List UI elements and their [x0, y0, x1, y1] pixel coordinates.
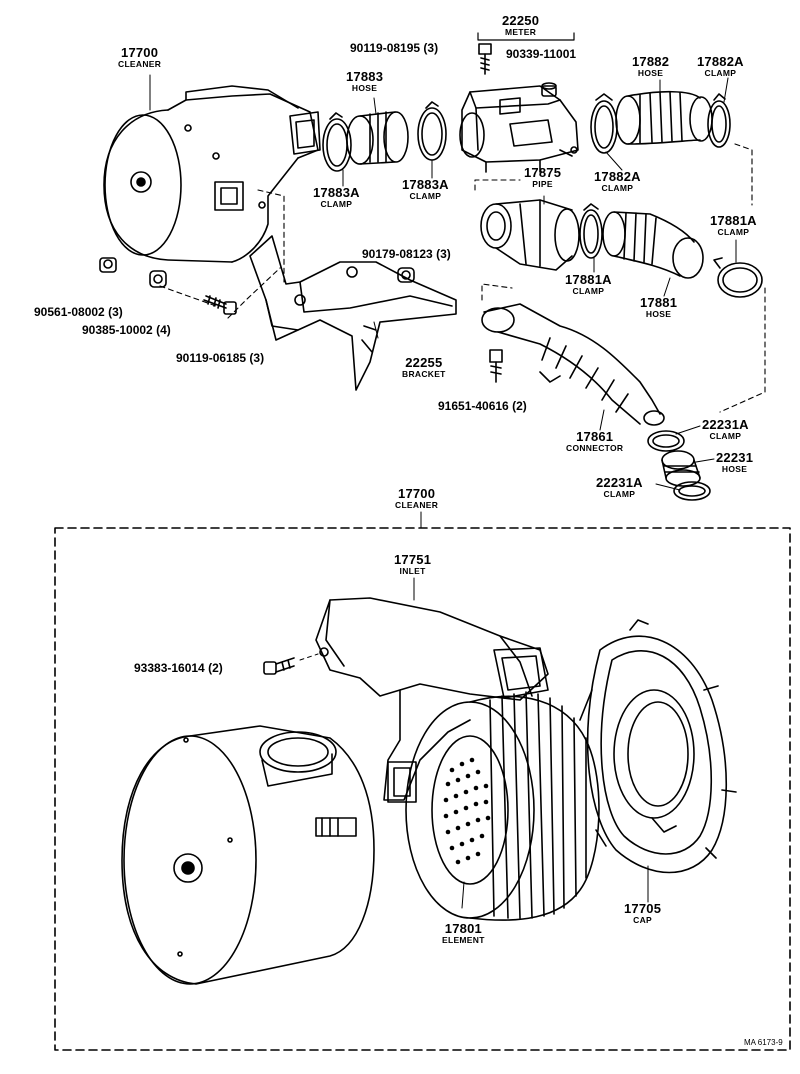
partno-90119-08195: 90119-08195 (3) — [350, 41, 439, 55]
air-flow-meter — [459, 85, 579, 173]
bolt-90119-06185 — [203, 295, 237, 315]
cleaner-housing — [121, 725, 375, 985]
partno-90119-06185: 90119-06185 (3) — [176, 351, 265, 365]
cap-17705 — [579, 619, 737, 874]
figure-code: MA 6173-9 — [744, 1038, 783, 1047]
nut-90179-08123 — [397, 267, 415, 283]
pipe-17875 — [480, 199, 580, 271]
clamp-17882a-lower — [590, 93, 618, 154]
clamp-17881a-mid — [579, 203, 603, 259]
bolt-91651-40616 — [489, 349, 503, 383]
clamp-22231a-lower — [673, 481, 711, 501]
hose-17882 — [615, 90, 713, 145]
clamp-17881a-right — [713, 257, 763, 298]
hose-17883 — [346, 111, 409, 165]
connector-17861 — [481, 303, 665, 426]
grommet-90385-10002 — [149, 270, 167, 288]
clamp-17883a-mid — [417, 101, 447, 161]
leader-lines-bottom — [413, 511, 649, 909]
leader-lines-top — [149, 74, 737, 491]
partno-93383-16014: 93383-16014 (2) — [134, 661, 223, 675]
bolt-93383-16014 — [263, 657, 295, 675]
partno-90561-08002: 90561-08002 (3) — [34, 305, 123, 319]
guide-line-bolt — [299, 653, 319, 661]
nut-90561-08002 — [99, 257, 117, 273]
clamp-22231a-upper — [647, 430, 685, 452]
hose-17881 — [602, 211, 704, 279]
clamp-17882a-top — [707, 93, 731, 148]
partno-90385-10002: 90385-10002 (4) — [82, 323, 171, 337]
hose-22231 — [661, 450, 701, 487]
air-cleaner-top — [103, 85, 321, 263]
bracket-22255 — [249, 235, 457, 391]
cleaner-assembly-frame — [54, 527, 791, 1051]
guide-lines-top — [159, 143, 766, 413]
plug-90339-11001 — [541, 82, 557, 97]
partno-91651-40616: 91651-40616 (2) — [438, 399, 527, 413]
partno-90339-11001: 90339-11001 — [506, 47, 577, 61]
element-17801 — [405, 691, 600, 921]
screw-90119-08195 — [478, 43, 492, 75]
inlet-17751 — [315, 597, 549, 803]
partno-90179-08123: 90179-08123 (3) — [362, 247, 451, 261]
